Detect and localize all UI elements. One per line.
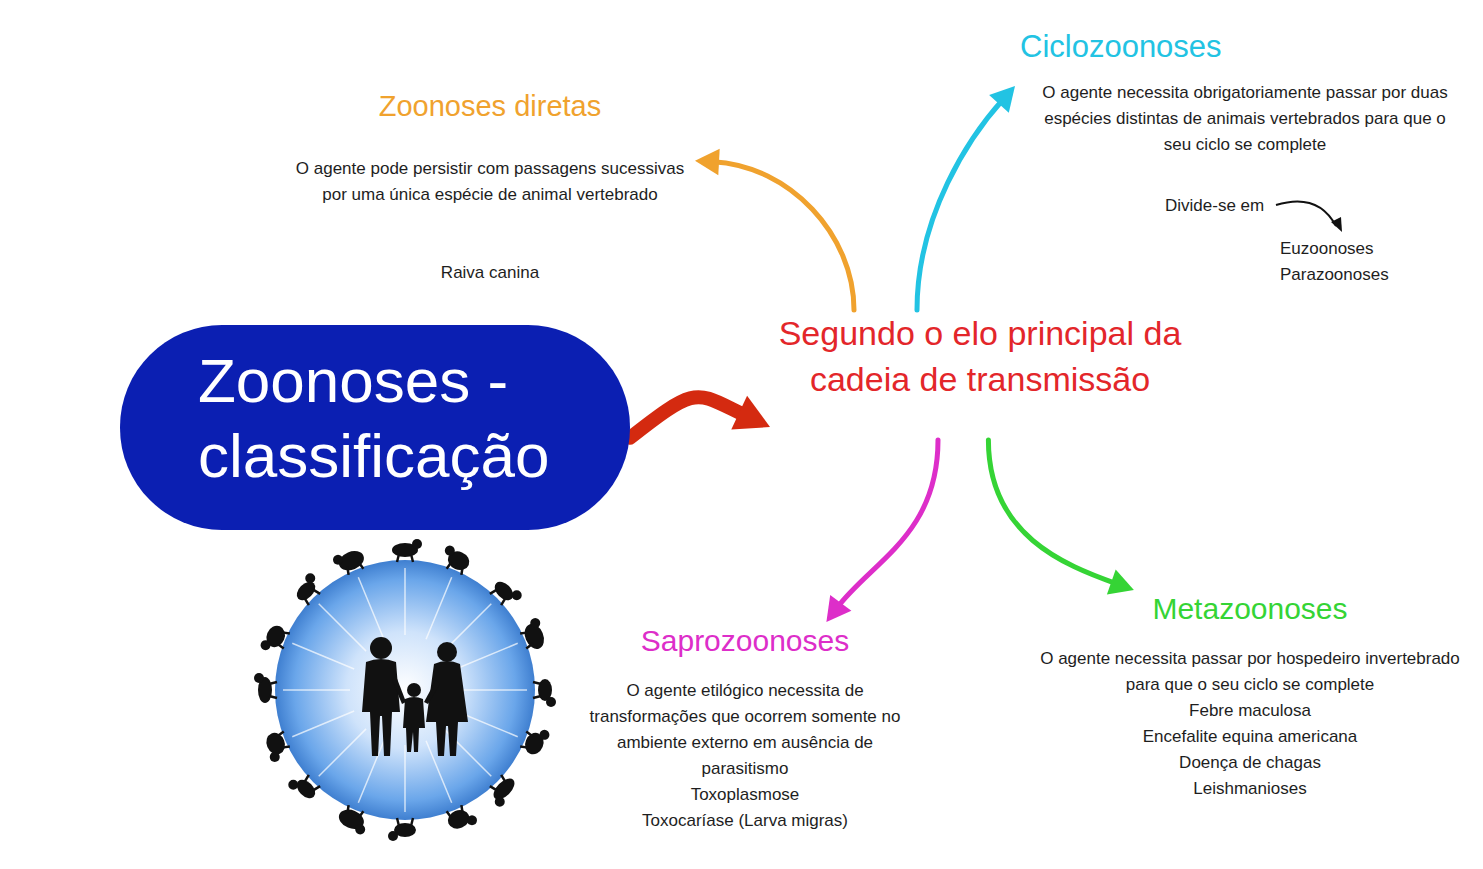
example-item: Toxoplasmose (560, 782, 930, 808)
diagram-title: Zoonoses - classificação (198, 343, 628, 493)
category-heading: Saprozoonoses (560, 622, 930, 660)
hub-label: Segundo o elo principal da cadeia de tra… (770, 310, 1190, 440)
connector-line (988, 440, 1117, 584)
body-text: O agente necessita passar por hospedeiro… (1040, 646, 1460, 698)
animal-silhouettes (254, 539, 556, 841)
divide-arrowhead (1331, 217, 1342, 232)
category-heading: Metazoonoses (1035, 590, 1465, 628)
globe-ray (319, 729, 366, 776)
animal-silhouette (488, 575, 524, 611)
connector-line (837, 440, 938, 608)
connector-line (917, 100, 1003, 311)
globe-ray (404, 745, 406, 812)
arrowhead (989, 86, 1015, 113)
animal-silhouette (517, 616, 550, 653)
animal-silhouette (335, 803, 372, 836)
arrowhead (826, 595, 851, 622)
divide-arrow (1276, 201, 1336, 226)
animal-silhouette (444, 802, 479, 834)
family-silhouette (362, 637, 468, 756)
animal-silhouette (261, 729, 293, 764)
category-heading: Ciclozoonoses (1020, 28, 1340, 66)
body-text: O agente etilógico necessita de transfor… (575, 678, 915, 782)
connector-line (630, 397, 747, 438)
example-item: Raiva canina (285, 260, 695, 286)
animal-silhouette (254, 673, 277, 703)
subtype-item: Parazoonoses (1280, 262, 1440, 288)
globe-ray (404, 568, 406, 635)
globe-ray (358, 577, 384, 639)
category-block: Metazoonoses O agente necessita passar po… (1035, 590, 1465, 806)
body-text: O agente pode persistir com passagens su… (295, 156, 685, 208)
globe-ray (358, 741, 384, 803)
animal-silhouette (533, 679, 556, 707)
arrowhead (1107, 570, 1134, 595)
example-item: Toxocaríase (Larva migras) (560, 808, 930, 834)
globe-rays (283, 568, 527, 812)
branch-arrow (917, 86, 1015, 310)
category-heading: Zoonoses diretas (285, 88, 695, 124)
branch-arrow (826, 440, 938, 622)
animal-silhouette (519, 723, 551, 758)
globe-ray (319, 604, 366, 651)
globe-ray (456, 643, 518, 669)
globe-ray (292, 643, 354, 669)
category-block: Saprozoonoses O agente etilógico necessit… (560, 622, 930, 838)
animal-silhouette (259, 622, 291, 657)
globe (275, 560, 535, 820)
example-item: Leishmanioses (1035, 776, 1465, 802)
arrowhead (695, 149, 720, 175)
animal-silhouette (290, 571, 326, 607)
globe-ray (426, 577, 452, 639)
arrowhead (731, 396, 770, 430)
main-arrow (630, 396, 770, 438)
connector-line (713, 162, 854, 310)
subtype-item: Euzoonoses (1280, 236, 1440, 262)
animal-silhouette (331, 546, 368, 579)
example-item: Encefalite equina americana (1035, 724, 1465, 750)
example-item: Doença de chagas (1035, 750, 1465, 776)
category-pill: Zoonoses - classificação (120, 325, 630, 530)
branch-arrow (988, 440, 1134, 594)
hub-text: Segundo o elo principal da cadeia de tra… (770, 310, 1190, 402)
category-block: Zoonoses diretas O agente pode persistir … (285, 88, 695, 290)
example-item: Febre maculosa (1035, 698, 1465, 724)
note-text: Divide-se em (1165, 193, 1295, 219)
animal-silhouette (438, 544, 473, 576)
animal-silhouette (286, 768, 322, 804)
animal-silhouette (483, 771, 520, 808)
animal-silhouette (388, 818, 416, 841)
category-block: Ciclozoonoses O agente necessita obrigato… (1015, 28, 1465, 292)
animal-silhouette (392, 539, 422, 562)
branch-arrow (695, 149, 854, 310)
globe-ray (460, 689, 527, 691)
globe-ray (292, 711, 354, 737)
globe-ray (283, 689, 350, 691)
body-text: O agente necessita obrigatoriamente pass… (1035, 80, 1455, 158)
